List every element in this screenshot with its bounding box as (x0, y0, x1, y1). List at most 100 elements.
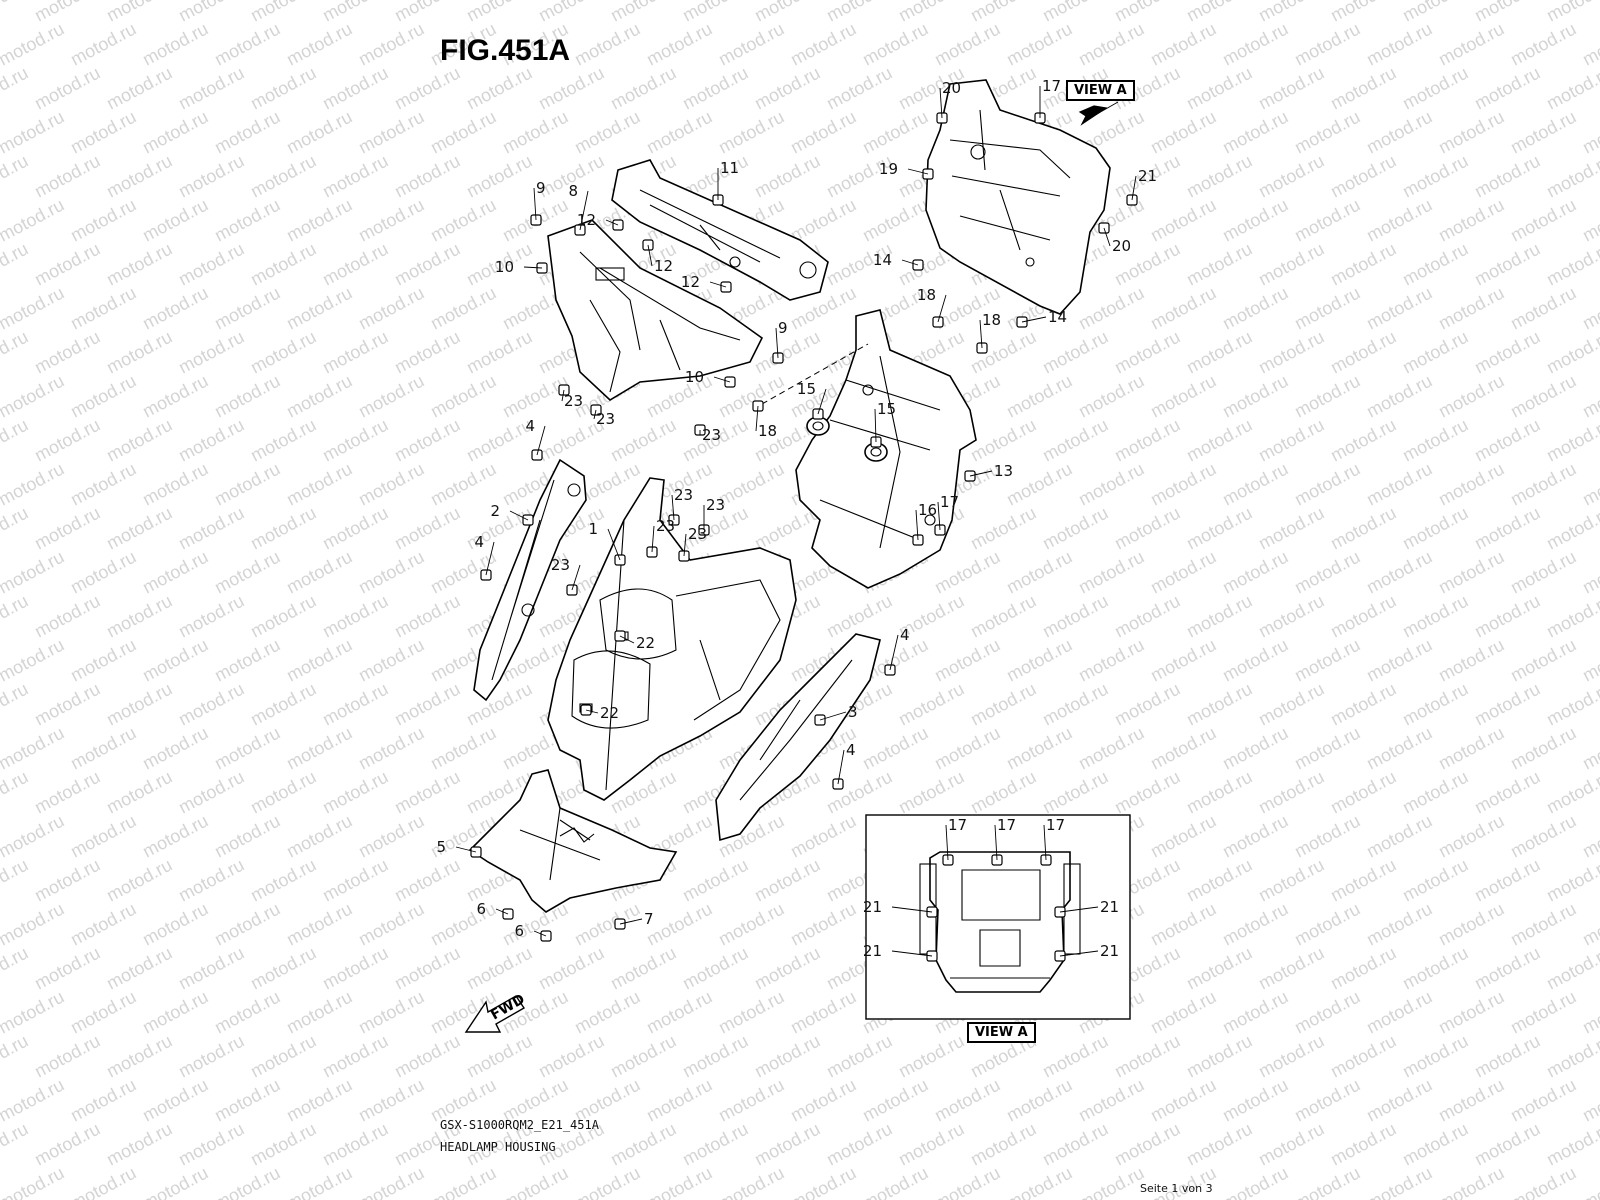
callout-label-15: 15 (797, 380, 816, 398)
callout-leader (585, 709, 599, 714)
fwd-arrow: FWD (464, 991, 528, 1033)
callout-leader (755, 405, 759, 432)
callout-leader (1021, 316, 1047, 323)
callout-leader (1059, 906, 1099, 913)
callout-label-9: 9 (536, 179, 546, 197)
callout-label-7: 7 (644, 910, 654, 928)
view-a-inset-label: VIEW A (967, 1022, 1036, 1043)
callout-leader (1059, 950, 1099, 957)
callout-leader (945, 824, 949, 861)
callout-leader (671, 494, 675, 521)
part-1-headlamp-housing (547, 477, 797, 801)
callout-leader (651, 525, 655, 553)
callout-label-14: 14 (873, 251, 892, 269)
callout-leader (979, 319, 983, 349)
callout-label-17: 17 (997, 816, 1016, 834)
callout-label-12: 12 (577, 211, 596, 229)
model-code: GSX-S1000RQM2_E21_451A (440, 1118, 599, 1132)
callout-label-21: 21 (1100, 942, 1119, 960)
view-a-arrow (1078, 105, 1108, 126)
callout-leader (937, 501, 941, 531)
callout-label-23: 23 (674, 486, 693, 504)
callout-label-21: 21 (863, 942, 882, 960)
callout-label-11: 11 (720, 159, 739, 177)
callout-leader (1131, 175, 1137, 201)
callout-leader (619, 635, 635, 644)
callout-leader (455, 846, 477, 853)
callout-leader (889, 634, 899, 671)
callout-label-6: 6 (514, 922, 524, 940)
callout-label-23: 23 (706, 496, 725, 514)
callout-label-14: 14 (1048, 308, 1067, 326)
callout-leader (619, 918, 643, 925)
page-indicator: Seite 1 von 3 (1140, 1182, 1213, 1195)
callout-label-15: 15 (877, 400, 896, 418)
callout-label-4: 4 (474, 533, 484, 551)
callout-label-23: 23 (564, 392, 583, 410)
callout-leader (775, 327, 779, 359)
callout-label-16: 16 (918, 501, 937, 519)
callout-leader (647, 244, 653, 267)
callout-leader (593, 409, 597, 420)
callout-leader (901, 259, 919, 266)
callout-leader (509, 510, 529, 521)
diagram-title: HEADLAMP HOUSING (440, 1140, 556, 1154)
callout-label-5: 5 (436, 838, 446, 856)
callout-label-4: 4 (900, 626, 910, 644)
callout-label-3: 3 (848, 703, 858, 721)
callout-leader (605, 219, 619, 226)
callout-leader (994, 824, 998, 861)
callout-label-10: 10 (685, 368, 704, 386)
callout-label-18: 18 (917, 286, 936, 304)
callout-label-4: 4 (525, 417, 535, 435)
callout-label-23: 23 (702, 426, 721, 444)
callout-label-20: 20 (942, 79, 961, 97)
callout-label-12: 12 (681, 273, 700, 291)
callout-label-21: 21 (1100, 898, 1119, 916)
callout-label-6: 6 (476, 900, 486, 918)
callout-label-23: 23 (551, 556, 570, 574)
callout-leader (819, 711, 847, 721)
alignment-line (761, 343, 869, 405)
callout-leader (817, 388, 827, 415)
part-19-bracket (925, 79, 1111, 315)
callout-label-21: 21 (1138, 167, 1157, 185)
part-3-right-cover (715, 633, 881, 842)
callout-leader (561, 389, 565, 402)
callout-leader (837, 749, 845, 785)
callout-leader (915, 509, 919, 541)
callout-leader (536, 425, 546, 456)
callout-label-23: 23 (656, 517, 675, 535)
callout-label-17: 17 (1046, 816, 1065, 834)
callout-leader (485, 541, 495, 576)
callout-leader (607, 528, 621, 561)
callout-label-1: 1 (588, 520, 598, 538)
part-11-upper-bracket (611, 159, 829, 301)
callout-leader (533, 930, 547, 937)
callout-leader (1103, 227, 1111, 247)
callout-leader (874, 408, 877, 443)
part-8-inner-duct (547, 219, 764, 401)
view-a-label: VIEW A (1066, 80, 1135, 101)
callout-label-8: 8 (568, 182, 578, 200)
callout-label-18: 18 (758, 422, 777, 440)
callout-label-12: 12 (654, 257, 673, 275)
callout-leader (907, 168, 929, 175)
callout-leader (533, 187, 537, 221)
callout-leader (495, 908, 509, 915)
callout-label-19: 19 (879, 160, 898, 178)
fwd-label: FWD (488, 991, 528, 1023)
callout-labels: 1234444566789910101112121213141415151617… (436, 77, 1157, 960)
view-a-arrow-shaft (1089, 101, 1119, 119)
callout-leader (713, 376, 731, 383)
callout-leader (939, 87, 943, 119)
callout-label-22: 22 (636, 634, 655, 652)
callout-label-4: 4 (846, 741, 856, 759)
callout-label-10: 10 (495, 258, 514, 276)
callout-leader (683, 533, 687, 557)
callout-leader (937, 294, 947, 323)
callout-leader (891, 906, 933, 913)
callout-leader (571, 564, 581, 591)
callout-leader (523, 266, 543, 269)
